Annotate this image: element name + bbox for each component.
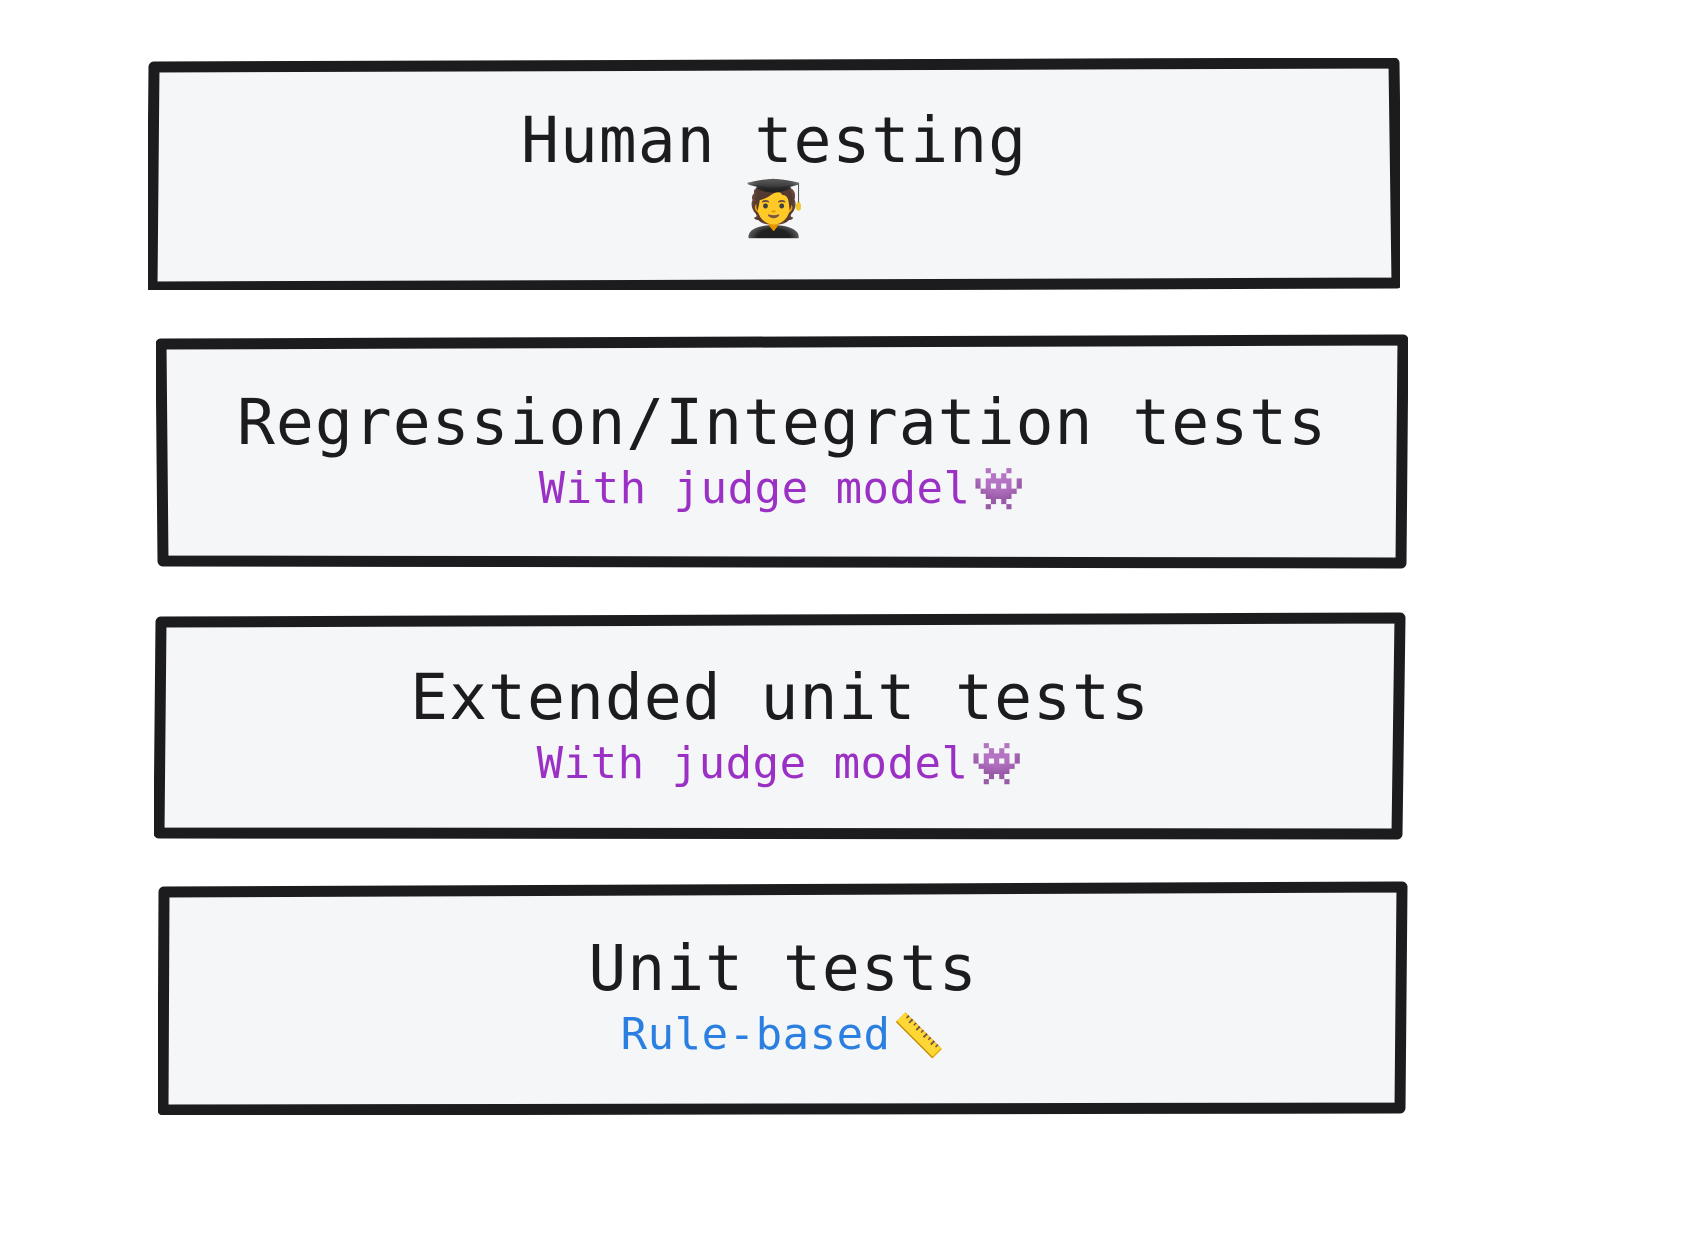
layer-human-testing[interactable]: Human testing 🧑‍🎓 [148, 58, 1400, 290]
layer-unit-tests[interactable]: Unit tests Rule-based 📏 [158, 880, 1408, 1115]
layer-content: Unit tests Rule-based 📏 [158, 936, 1408, 1058]
alien-monster-icon: 👾 [972, 464, 1026, 514]
layer-subtitle: With judge model 👾 [536, 737, 1024, 789]
layer-title: Extended unit tests [410, 660, 1150, 734]
ruler-icon: 📏 [892, 1010, 946, 1060]
layer-title: Human testing [520, 103, 1028, 177]
layer-subtitle-text: With judge model [536, 737, 969, 789]
layer-content: Extended unit tests With judge model 👾 [154, 660, 1406, 789]
layer-subtitle: Rule-based 📏 [621, 1012, 946, 1058]
layer-subtitle-text: Rule-based [620, 1009, 891, 1061]
layer-content: Regression/Integration tests With judge … [156, 385, 1408, 514]
layer-subtitle-text: With judge model [538, 462, 971, 514]
layer-title: Unit tests [588, 932, 978, 1006]
layer-content: Human testing 🧑‍🎓 [148, 103, 1400, 241]
layer-subtitle: With judge model 👾 [538, 462, 1026, 514]
layer-title: Regression/Integration tests [236, 385, 1328, 459]
layer-extended-unit-tests[interactable]: Extended unit tests With judge model 👾 [154, 612, 1406, 840]
layer-regression-integration-tests[interactable]: Regression/Integration tests With judge … [156, 333, 1408, 569]
graduate-icon: 🧑‍🎓 [740, 177, 808, 241]
alien-monster-icon: 👾 [970, 739, 1024, 789]
